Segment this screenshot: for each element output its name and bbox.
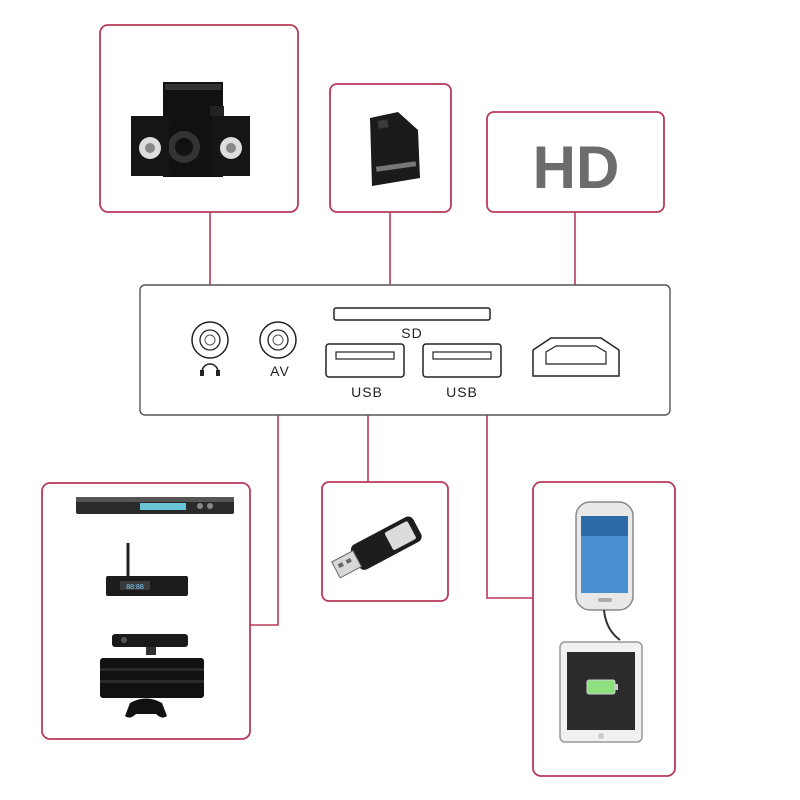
hd-box bbox=[486, 111, 665, 213]
device-panel bbox=[139, 284, 671, 416]
headphone-port[interactable] bbox=[191, 321, 229, 359]
usb-port-left[interactable] bbox=[325, 343, 405, 378]
dvd-player-icon bbox=[76, 497, 234, 514]
svg-text:88:88: 88:88 bbox=[126, 584, 144, 591]
game-console-icon bbox=[100, 634, 204, 718]
wires bbox=[209, 212, 576, 626]
tablet-icon bbox=[559, 641, 643, 743]
av-port[interactable] bbox=[259, 321, 297, 359]
usb-drive-icon bbox=[331, 516, 422, 579]
sd-slot[interactable] bbox=[333, 307, 491, 321]
speaker-system-icon bbox=[131, 82, 250, 177]
wire-usb-phone bbox=[486, 380, 533, 599]
usb-label-right: USB bbox=[446, 384, 478, 400]
sd-card-icon bbox=[370, 112, 420, 186]
usb-label-left: USB bbox=[351, 384, 383, 400]
av-label: AV bbox=[270, 363, 290, 379]
set-top-box-icon: 88:88 bbox=[106, 543, 188, 596]
sd-label: SD bbox=[401, 325, 422, 341]
hd-text: HD bbox=[533, 134, 620, 201]
hdmi-port[interactable] bbox=[532, 337, 620, 377]
headphone-icon bbox=[200, 363, 220, 376]
smartphone-icon bbox=[575, 501, 634, 641]
wire-av-devices bbox=[250, 360, 279, 626]
usb-port-right[interactable] bbox=[422, 343, 502, 378]
